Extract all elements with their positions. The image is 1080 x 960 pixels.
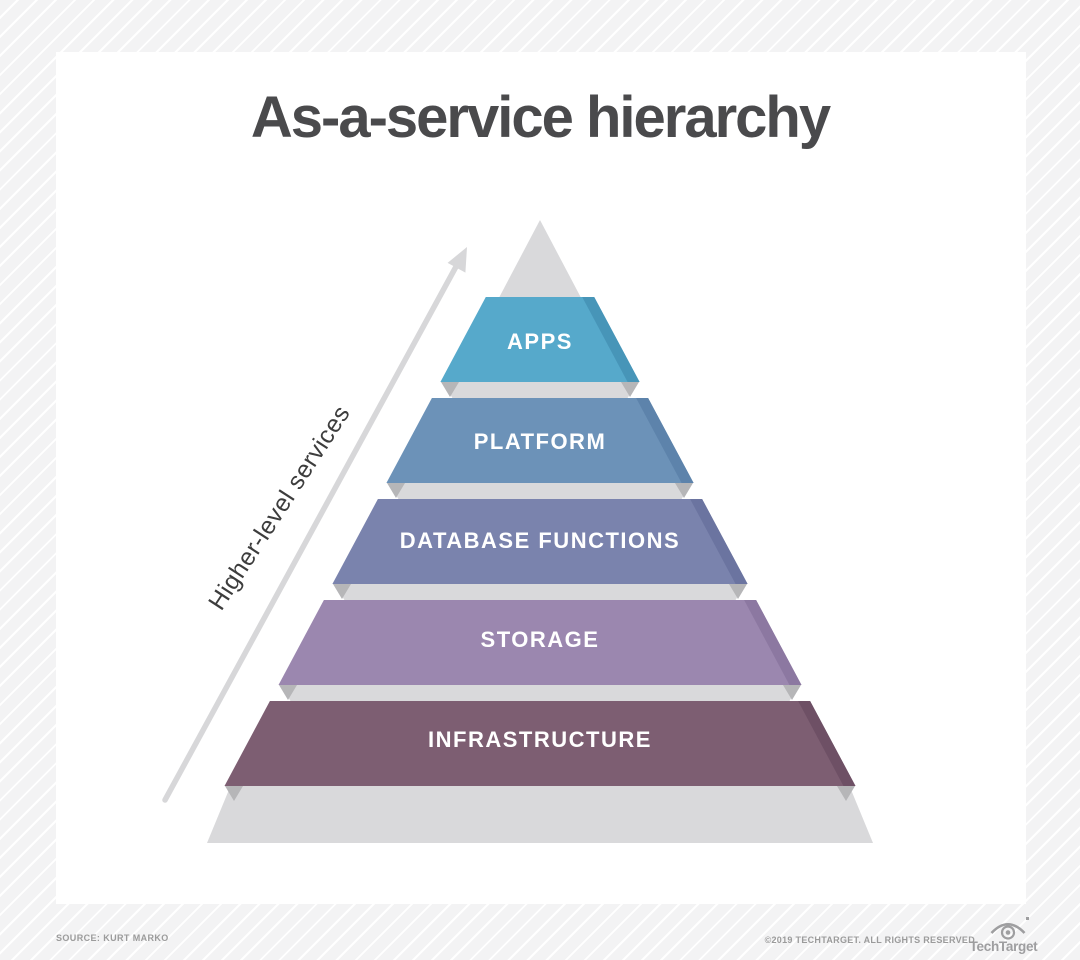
pyramid-level-storage-bevel <box>744 600 802 685</box>
pyramid-gap <box>280 685 800 701</box>
fold-shadow <box>729 584 747 599</box>
pyramid-level-infrastructure <box>224 701 856 786</box>
copyright-text: ©2019 TECHTARGET. ALL RIGHTS RESERVED <box>764 935 975 945</box>
level-label-storage: STORAGE <box>481 627 600 652</box>
up-arrow <box>162 247 467 803</box>
fold-shadow <box>621 382 639 397</box>
eye-pupil-icon <box>1005 930 1011 935</box>
fold-shadow <box>279 685 297 700</box>
pyramid-peak <box>497 220 583 300</box>
fold-shadows <box>225 382 855 801</box>
pyramid-level-apps <box>440 297 640 382</box>
page-title: As-a-service hierarchy <box>250 85 831 150</box>
brand-name: TechTarget <box>970 939 1039 954</box>
fold-shadow <box>333 584 351 599</box>
pyramid-level-database-functions-bevel <box>690 499 748 584</box>
level-label-platform: PLATFORM <box>474 429 607 454</box>
pyramid-level-infrastructure-bevel <box>798 701 856 786</box>
eye-iris-icon <box>1000 925 1016 940</box>
up-arrow-shaft <box>162 260 461 803</box>
techtarget-logo: TechTarget <box>970 917 1039 954</box>
level-label-infrastructure: INFRASTRUCTURE <box>428 727 652 752</box>
eye-icon <box>990 922 1026 934</box>
fold-shadow <box>837 786 855 801</box>
pyramid-labels: APPS PLATFORM DATABASE FUNCTIONS STORAGE… <box>400 329 680 752</box>
pyramid-level-platform-bevel <box>636 398 694 483</box>
pyramid-level-platform <box>386 398 694 483</box>
fold-shadow <box>387 483 405 498</box>
fold-shadow <box>783 685 801 700</box>
fold-shadow <box>675 483 693 498</box>
up-arrow-head <box>447 247 467 273</box>
fold-shadow <box>225 786 243 801</box>
level-label-database-functions: DATABASE FUNCTIONS <box>400 528 680 553</box>
pyramid-level-storage <box>278 600 802 685</box>
pyramid-level-apps-bevel <box>582 297 640 382</box>
source-credit: SOURCE: KURT MARKO <box>56 933 169 943</box>
pyramid-base <box>207 786 873 843</box>
pyramid-gap <box>334 584 746 600</box>
pyramid-level-database-functions <box>332 499 748 584</box>
trademark-tick-icon <box>1026 917 1029 920</box>
pyramid-levels <box>224 297 856 786</box>
pyramid-gap <box>442 382 638 398</box>
axis-label: Higher-level services <box>204 401 356 615</box>
level-label-apps: APPS <box>507 329 573 354</box>
pyramid-back <box>207 220 873 843</box>
fold-shadow <box>441 382 459 397</box>
pyramid-gap <box>388 483 692 499</box>
